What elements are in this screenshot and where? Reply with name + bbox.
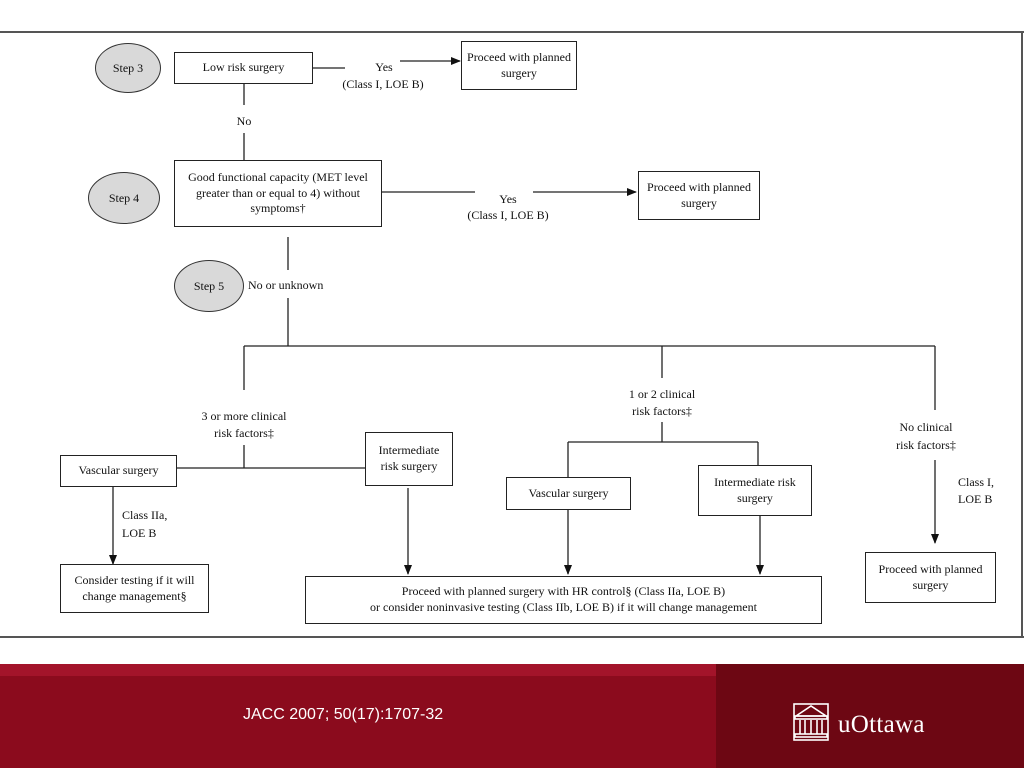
step-3-oval: Step 3 bbox=[95, 43, 161, 93]
low-risk-surgery-box: Low risk surgery bbox=[174, 52, 313, 84]
step-4-label: Step 4 bbox=[108, 190, 140, 205]
proceed-step3-box: Proceed with planned surgery bbox=[461, 41, 577, 90]
no-clinical-label-line2: risk factors‡ bbox=[896, 438, 956, 452]
vascular-surgery-mid-box: Vascular surgery bbox=[506, 477, 631, 510]
intermediate-risk-left-box: Intermediate risk surgery bbox=[365, 432, 453, 486]
no-label-step3: No bbox=[236, 114, 252, 128]
proceed-step3-text: Proceed with planned surgery bbox=[467, 49, 571, 80]
class-i-label-line1: Class I, bbox=[958, 475, 994, 489]
three-or-more-label-line2: risk factors‡ bbox=[214, 426, 274, 440]
three-or-more-label-line1: 3 or more clinical bbox=[201, 409, 287, 423]
step-3-label: Step 3 bbox=[112, 60, 144, 75]
no-clinical-label-line1: No clinical bbox=[899, 420, 953, 434]
uottawa-logo-text: uOttawa bbox=[838, 711, 925, 738]
proceed-step4-box: Proceed with planned surgery bbox=[638, 171, 760, 220]
class-i-label-line2: LOE B bbox=[958, 492, 993, 506]
one-or-two-label-line1: 1 or 2 clinical bbox=[628, 387, 696, 401]
intermediate-risk-left-text: Intermediate risk surgery bbox=[378, 443, 440, 473]
proceed-hr-control-box: Proceed with planned surgery with HR con… bbox=[305, 576, 822, 624]
vascular-surgery-left-text: Vascular surgery bbox=[78, 463, 159, 478]
university-building-icon bbox=[793, 703, 829, 741]
proceed-no-factors-text: Proceed with planned surgery bbox=[878, 561, 983, 592]
diagram-area bbox=[0, 0, 1024, 664]
frame-right-line bbox=[1021, 31, 1023, 638]
yes-label-step4: Yes bbox=[499, 192, 517, 206]
consider-testing-text: Consider testing if it will change manag… bbox=[74, 572, 195, 603]
frame-bottom-line bbox=[0, 636, 1024, 638]
low-risk-surgery-text: Low risk surgery bbox=[202, 60, 285, 75]
step-5-oval: Step 5 bbox=[174, 260, 244, 312]
class-iia-label-line2: LOE B bbox=[122, 526, 157, 540]
class-label-step3: (Class I, LOE B) bbox=[342, 77, 424, 91]
class-iia-label-line1: Class IIa, bbox=[122, 508, 168, 522]
intermediate-risk-right-text: Intermediate risk surgery bbox=[714, 474, 796, 505]
footer-logo-panel bbox=[716, 664, 1024, 768]
proceed-hr-control-line1: Proceed with planned surgery with HR con… bbox=[401, 584, 726, 599]
proceed-hr-control-line2: or consider noninvasive testing (Class I… bbox=[370, 600, 757, 614]
frame-top-line bbox=[0, 31, 1024, 33]
step-4-oval: Step 4 bbox=[88, 172, 160, 224]
step-5-label: Step 5 bbox=[193, 278, 225, 293]
footer-citation: JACC 2007; 50(17):1707-32 bbox=[243, 706, 444, 723]
functional-capacity-box: Good functional capacity (MET level grea… bbox=[174, 160, 382, 227]
no-or-unknown-label: No or unknown bbox=[248, 278, 324, 292]
vascular-surgery-left-box: Vascular surgery bbox=[60, 455, 177, 487]
flowchart-connectors bbox=[109, 57, 939, 575]
yes-label-step3: Yes bbox=[375, 60, 393, 74]
consider-testing-box: Consider testing if it will change manag… bbox=[60, 564, 209, 613]
functional-capacity-text: Good functional capacity (MET level grea… bbox=[188, 170, 368, 216]
intermediate-risk-right-box: Intermediate risk surgery bbox=[698, 465, 812, 516]
class-label-step4: (Class I, LOE B) bbox=[467, 208, 549, 222]
vascular-surgery-mid-text: Vascular surgery bbox=[528, 485, 609, 500]
proceed-no-factors-box: Proceed with planned surgery bbox=[865, 552, 996, 603]
one-or-two-label-line2: risk factors‡ bbox=[632, 404, 692, 418]
proceed-step4-text: Proceed with planned surgery bbox=[647, 179, 751, 210]
